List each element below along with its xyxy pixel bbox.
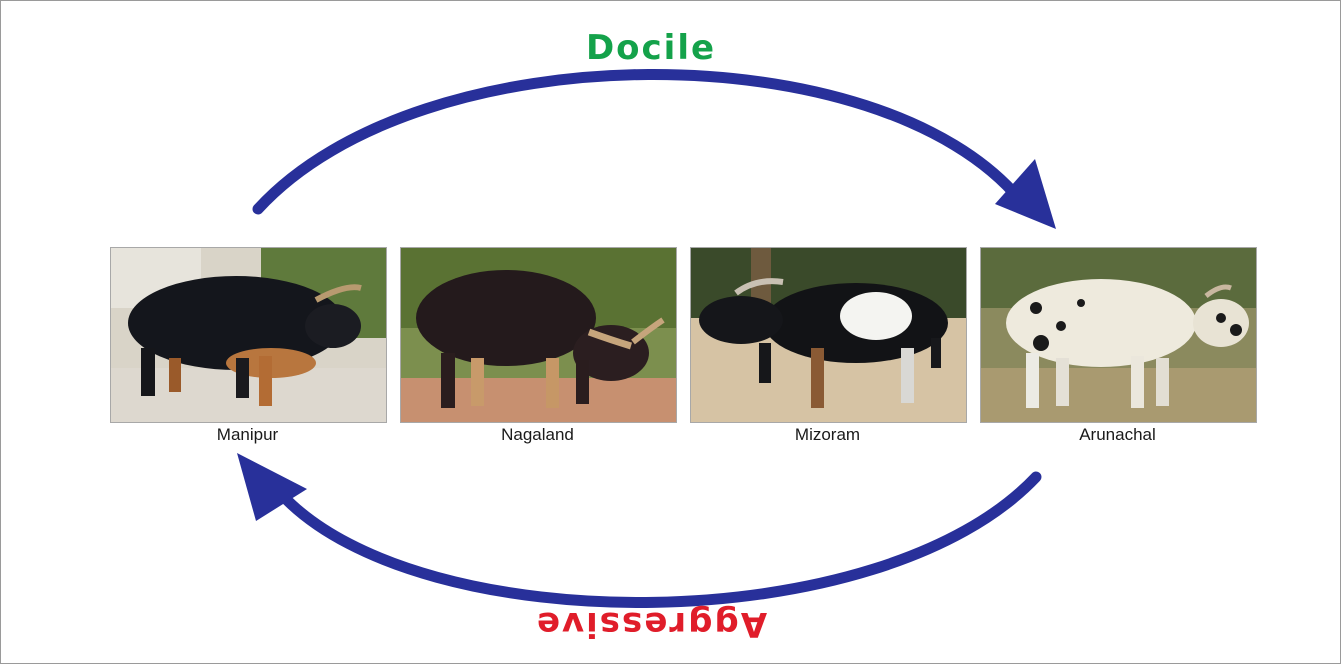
top-arc-arrow: [258, 74, 1021, 209]
animal-photo-nagaland: [400, 247, 677, 423]
caption-nagaland: Nagaland: [400, 425, 675, 445]
animal-photo-mizoram: [690, 247, 967, 423]
caption-arunachal: Arunachal: [980, 425, 1255, 445]
docile-label: Docile: [521, 28, 781, 68]
caption-manipur: Manipur: [110, 425, 385, 445]
bottom-arc-arrow: [283, 477, 1036, 602]
top-arrowhead: [995, 159, 1056, 229]
aggressive-label: Aggressive: [481, 604, 821, 644]
animal-photo-manipur: [110, 247, 387, 423]
animal-photo-arunachal: [980, 247, 1257, 423]
caption-mizoram: Mizoram: [690, 425, 965, 445]
